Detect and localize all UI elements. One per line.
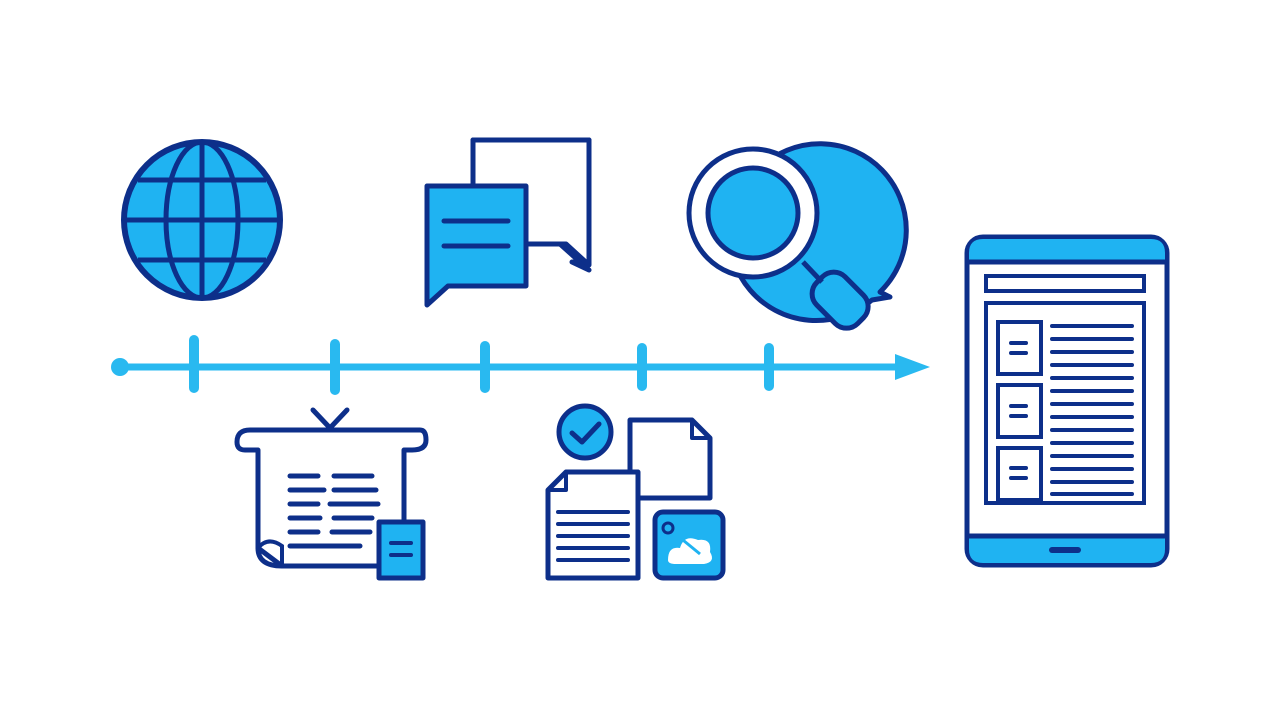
timeline [111,335,930,395]
chat-bubbles-icon [424,137,592,308]
tablet-text-lines [1050,324,1134,496]
list-item [996,383,1043,439]
tablet-document-icon [964,234,1170,568]
timeline-arrowhead [895,354,930,380]
tablet-header-bar [984,274,1146,293]
globe-icon [121,139,283,301]
list-item [996,320,1043,376]
checkmark-badge-icon [556,403,614,461]
scroll-document-icon [234,407,429,581]
timeline-start-dot [111,358,129,376]
approved-files-icon [545,403,726,581]
magnifier-icon [686,141,909,331]
list-item [996,446,1043,502]
